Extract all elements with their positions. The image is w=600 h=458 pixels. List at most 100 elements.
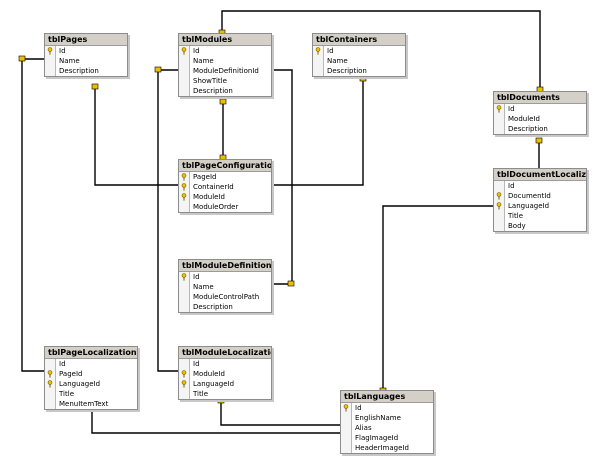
field-row[interactable]: LanguageId xyxy=(494,201,586,211)
key-icon xyxy=(343,404,349,412)
key-icon xyxy=(181,193,187,201)
field-row[interactable]: ShowTitle xyxy=(179,76,271,86)
key-icon xyxy=(315,47,321,55)
field-row[interactable]: ModuleControlPath xyxy=(179,292,271,302)
table-title: tblPageConfigurations xyxy=(179,160,271,172)
table-tbldocuments[interactable]: tblDocuments Id ModuleId Description xyxy=(493,91,587,135)
field-row[interactable]: Name xyxy=(313,56,405,66)
field-row[interactable]: MenuItemText xyxy=(45,399,137,409)
field-name: Description xyxy=(327,67,367,75)
field-row[interactable]: PageId xyxy=(179,172,271,182)
table-tblpageconfigurations[interactable]: tblPageConfigurations PageId ContainerId… xyxy=(178,159,272,213)
field-row[interactable]: Description xyxy=(179,302,271,312)
field-row[interactable]: Description xyxy=(313,66,405,76)
field-row[interactable]: DocumentId xyxy=(494,191,586,201)
field-row[interactable]: ModuleId xyxy=(179,369,271,379)
field-name: PageId xyxy=(193,173,217,181)
table-tblpagelocalizations[interactable]: tblPageLocalizations Id PageId LanguageI… xyxy=(44,346,138,410)
field-name: Title xyxy=(508,212,524,220)
field-row[interactable]: Description xyxy=(45,66,127,76)
field-row[interactable]: ModuleId xyxy=(494,114,586,124)
key-icon xyxy=(181,173,187,181)
field-name: Description xyxy=(193,303,233,311)
key-icon xyxy=(181,380,187,388)
table-title: tblContainers xyxy=(313,34,405,46)
field-name: Name xyxy=(193,57,214,65)
field-row[interactable]: ModuleId xyxy=(179,192,271,202)
field-name: Id xyxy=(508,105,515,113)
table-title: tblDocumentLocalizatio xyxy=(494,169,586,181)
field-row[interactable]: Id xyxy=(179,359,271,369)
field-name: ModuleId xyxy=(508,115,540,123)
relationship-line-languages-pagelocalizations xyxy=(91,410,340,434)
field-row[interactable]: EnglishName xyxy=(341,413,433,423)
table-title: tblPageLocalizations xyxy=(45,347,137,359)
field-row[interactable]: Name xyxy=(179,282,271,292)
field-row[interactable]: Id xyxy=(179,46,271,56)
table-title: tblModules xyxy=(179,34,271,46)
field-row[interactable]: ModuleDefinitionId xyxy=(179,66,271,76)
field-row[interactable]: Name xyxy=(179,56,271,66)
relationship-line-modules-modulelocalizations xyxy=(157,69,178,372)
field-name: ShowTitle xyxy=(193,77,227,85)
key-icon xyxy=(496,105,502,113)
field-row[interactable]: ContainerId xyxy=(179,182,271,192)
field-row[interactable]: Id xyxy=(494,104,586,114)
field-row[interactable]: Title xyxy=(179,389,271,399)
key-icon xyxy=(496,192,502,200)
relationship-line-languages-documentlocalizations xyxy=(382,205,493,390)
field-name: ModuleControlPath xyxy=(193,293,260,301)
table-tblpages[interactable]: tblPages Id Name Description xyxy=(44,33,128,77)
field-name: Id xyxy=(59,47,66,55)
field-row[interactable]: Id xyxy=(494,181,586,191)
field-name: Name xyxy=(59,57,80,65)
field-row[interactable]: LanguageId xyxy=(45,379,137,389)
field-name: Title xyxy=(59,390,75,398)
field-row[interactable]: Description xyxy=(179,86,271,96)
field-row[interactable]: Id xyxy=(45,359,137,369)
table-tblmoduledefinitions[interactable]: tblModuleDefinitions Id Name ModuleContr… xyxy=(178,259,272,313)
table-tblcontainers[interactable]: tblContainers Id Name Description xyxy=(312,33,406,77)
relationship-line-pages-pageconfigurations xyxy=(94,86,178,186)
table-tblmodules[interactable]: tblModules Id Name ModuleDefinitionId Sh… xyxy=(178,33,272,97)
key-icon xyxy=(181,47,187,55)
key-icon xyxy=(496,202,502,210)
field-name: LanguageId xyxy=(193,380,235,388)
table-title: tblLanguages xyxy=(341,391,433,403)
field-row[interactable]: Name xyxy=(45,56,127,66)
field-name: FlagImageId xyxy=(355,434,399,442)
relationship-line-pages-pagelocalizations xyxy=(21,58,44,372)
key-icon xyxy=(47,380,53,388)
key-icon xyxy=(181,183,187,191)
field-row[interactable]: Title xyxy=(494,211,586,221)
table-title: tblDocuments xyxy=(494,92,586,104)
field-row[interactable]: Id xyxy=(341,403,433,413)
table-title: tblModuleLocalizations xyxy=(179,347,271,359)
field-name: ModuleId xyxy=(193,193,225,201)
relationship-line-modules-documents xyxy=(221,10,541,91)
field-name: DocumentId xyxy=(508,192,551,200)
field-row[interactable]: Id xyxy=(313,46,405,56)
field-row[interactable]: ModuleOrder xyxy=(179,202,271,212)
field-row[interactable]: Id xyxy=(45,46,127,56)
field-name: Body xyxy=(508,222,526,230)
field-row[interactable]: PageId xyxy=(45,369,137,379)
field-row[interactable]: HeaderImageId xyxy=(341,443,433,453)
table-tbllanguages[interactable]: tblLanguages Id EnglishName Alias FlagIm… xyxy=(340,390,434,454)
field-row[interactable]: Alias xyxy=(341,423,433,433)
field-name: Description xyxy=(508,125,548,133)
field-row[interactable]: FlagImageId xyxy=(341,433,433,443)
field-name: Alias xyxy=(355,424,372,432)
field-name: Name xyxy=(327,57,348,65)
table-tbldocumentlocalizations[interactable]: tblDocumentLocalizatio Id DocumentId Lan… xyxy=(493,168,587,232)
field-row[interactable]: LanguageId xyxy=(179,379,271,389)
field-name: Id xyxy=(193,360,200,368)
field-row[interactable]: Title xyxy=(45,389,137,399)
field-row[interactable]: Description xyxy=(494,124,586,134)
field-row[interactable]: Body xyxy=(494,221,586,231)
table-tblmodulelocalizations[interactable]: tblModuleLocalizations Id ModuleId Langu… xyxy=(178,346,272,400)
key-icon xyxy=(47,47,53,55)
field-row[interactable]: Id xyxy=(179,272,271,282)
